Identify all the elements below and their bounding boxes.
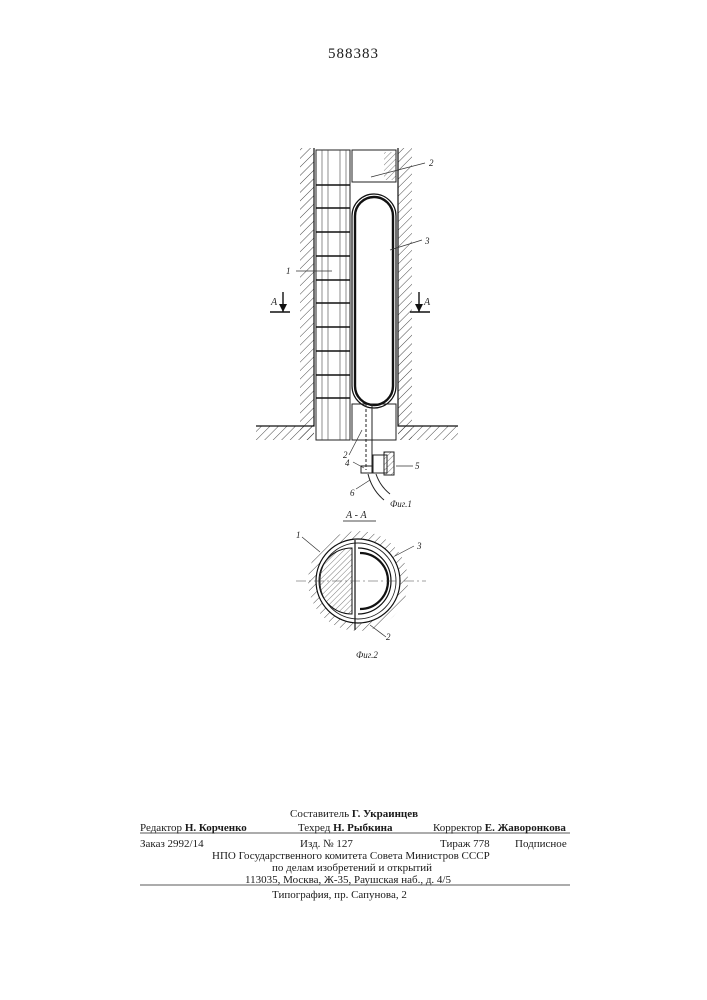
print-run: Тираж 778 <box>440 838 490 850</box>
org-line-2: по делам изобретений и открытий <box>272 862 432 874</box>
section-mark-right: A <box>423 297 431 308</box>
techred-line: Техред Н. Рыбкина <box>298 822 393 834</box>
floor-left-hatch <box>256 426 314 440</box>
printer-line: Типография, пр. Сапунова, 2 <box>272 889 407 901</box>
org-address: 113035, Москва, Ж-35, Раушская наб., д. … <box>245 874 451 886</box>
fig2-label-2: 2 <box>386 632 391 642</box>
edition-number: Изд. № 127 <box>300 838 353 850</box>
label-3: 3 <box>424 236 430 246</box>
editor-line: Редактор Н. Корченко <box>140 822 247 834</box>
figure-2: А - А 1 3 2 Фиг.2 <box>296 510 426 660</box>
floor-right-hatch <box>398 426 458 440</box>
right-wall-hatch <box>398 148 412 440</box>
element-1-stack <box>316 150 350 440</box>
label-6: 6 <box>350 488 355 498</box>
figure-2-caption: Фиг.2 <box>356 650 378 660</box>
label-2-top: 2 <box>429 158 434 168</box>
label-5: 5 <box>415 461 420 471</box>
section-title: А - А <box>345 510 367 521</box>
label-1: 1 <box>286 266 291 276</box>
section-mark-left: A <box>270 297 278 308</box>
capsule-3 <box>352 194 396 408</box>
corrector-line: Корректор Е. Жаворонкова <box>433 822 566 834</box>
fig2-label-1: 1 <box>296 530 301 540</box>
order-number: Заказ 2992/14 <box>140 838 204 850</box>
subscription: Подписное <box>515 838 567 850</box>
label-4: 4 <box>345 458 350 468</box>
figure-1-caption: Фиг.1 <box>390 499 412 509</box>
figure-1: 2 3 1 A A 2 4 5 6 Фиг.1 <box>256 148 458 509</box>
fig2-label-3: 3 <box>416 541 422 551</box>
left-wall-hatch <box>300 148 314 440</box>
holder-bottom <box>352 404 396 440</box>
org-line-1: НПО Государственного комитета Совета Мин… <box>212 850 490 862</box>
compiler-line: Составитель Г. Украинцев <box>290 808 418 820</box>
knob-5 <box>384 452 394 475</box>
